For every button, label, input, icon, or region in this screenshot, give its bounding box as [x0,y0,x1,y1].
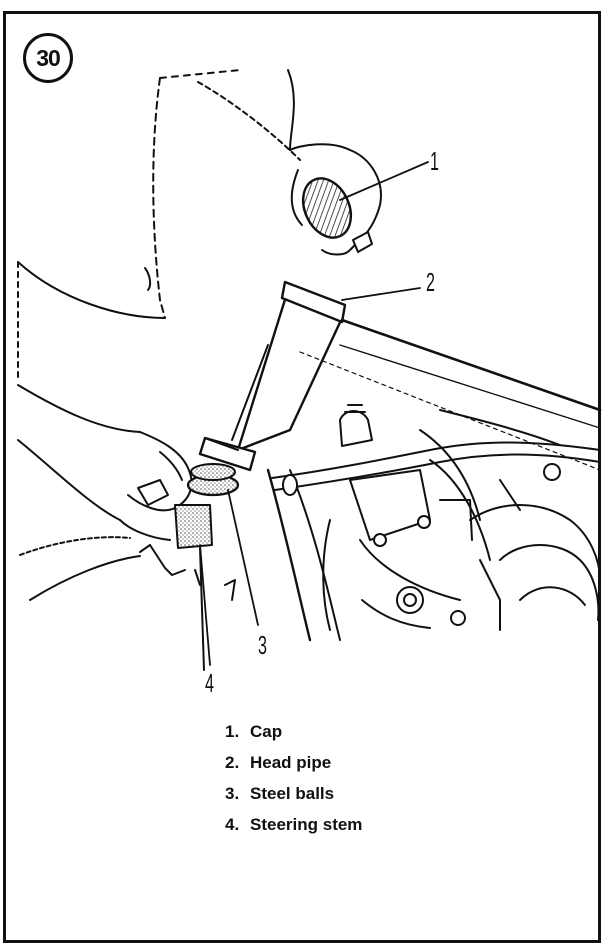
callout-1: 1 [430,146,439,176]
legend-label: Head pipe [250,753,332,772]
wiring-harness [271,441,601,479]
lower-arm [17,384,141,433]
leader-1 [339,161,429,201]
cap-part [301,177,353,239]
upper-sleeve [152,77,166,319]
steering-stem-part [174,504,213,549]
frame-top-tube [340,318,602,412]
lower-hand [127,431,193,512]
legend-item: 4. Steering stem [225,815,362,846]
leader-3 [227,489,259,626]
frame-down-tube [266,468,312,642]
leader-4 [199,544,211,666]
legend-number: 3. [225,784,240,803]
callout-2: 2 [426,267,435,297]
figure-number-badge: 30 [23,33,73,83]
legend-item: 2. Head pipe [225,753,362,784]
legend-item: 1. Cap [225,722,362,753]
callout-4: 4 [205,668,214,698]
figure-number: 30 [36,44,61,71]
legend-number: 1. [225,722,240,741]
callout-3: 3 [258,630,267,660]
upper-arm [287,69,295,151]
figure-frame [3,11,601,943]
upper-hand [289,143,382,256]
legend-label: Cap [250,722,283,741]
legend-item: 3. Steel balls [225,784,362,815]
leader-2 [341,287,421,301]
legend-number: 2. [225,753,240,772]
legend-label: Steering stem [250,815,363,834]
legend-list: 1. Cap 2. Head pipe 3. Steel balls 4. Steeri… [225,722,362,846]
engine-bracket [349,469,431,541]
legend-number: 4. [225,815,240,834]
legend-label: Steel balls [250,784,335,803]
